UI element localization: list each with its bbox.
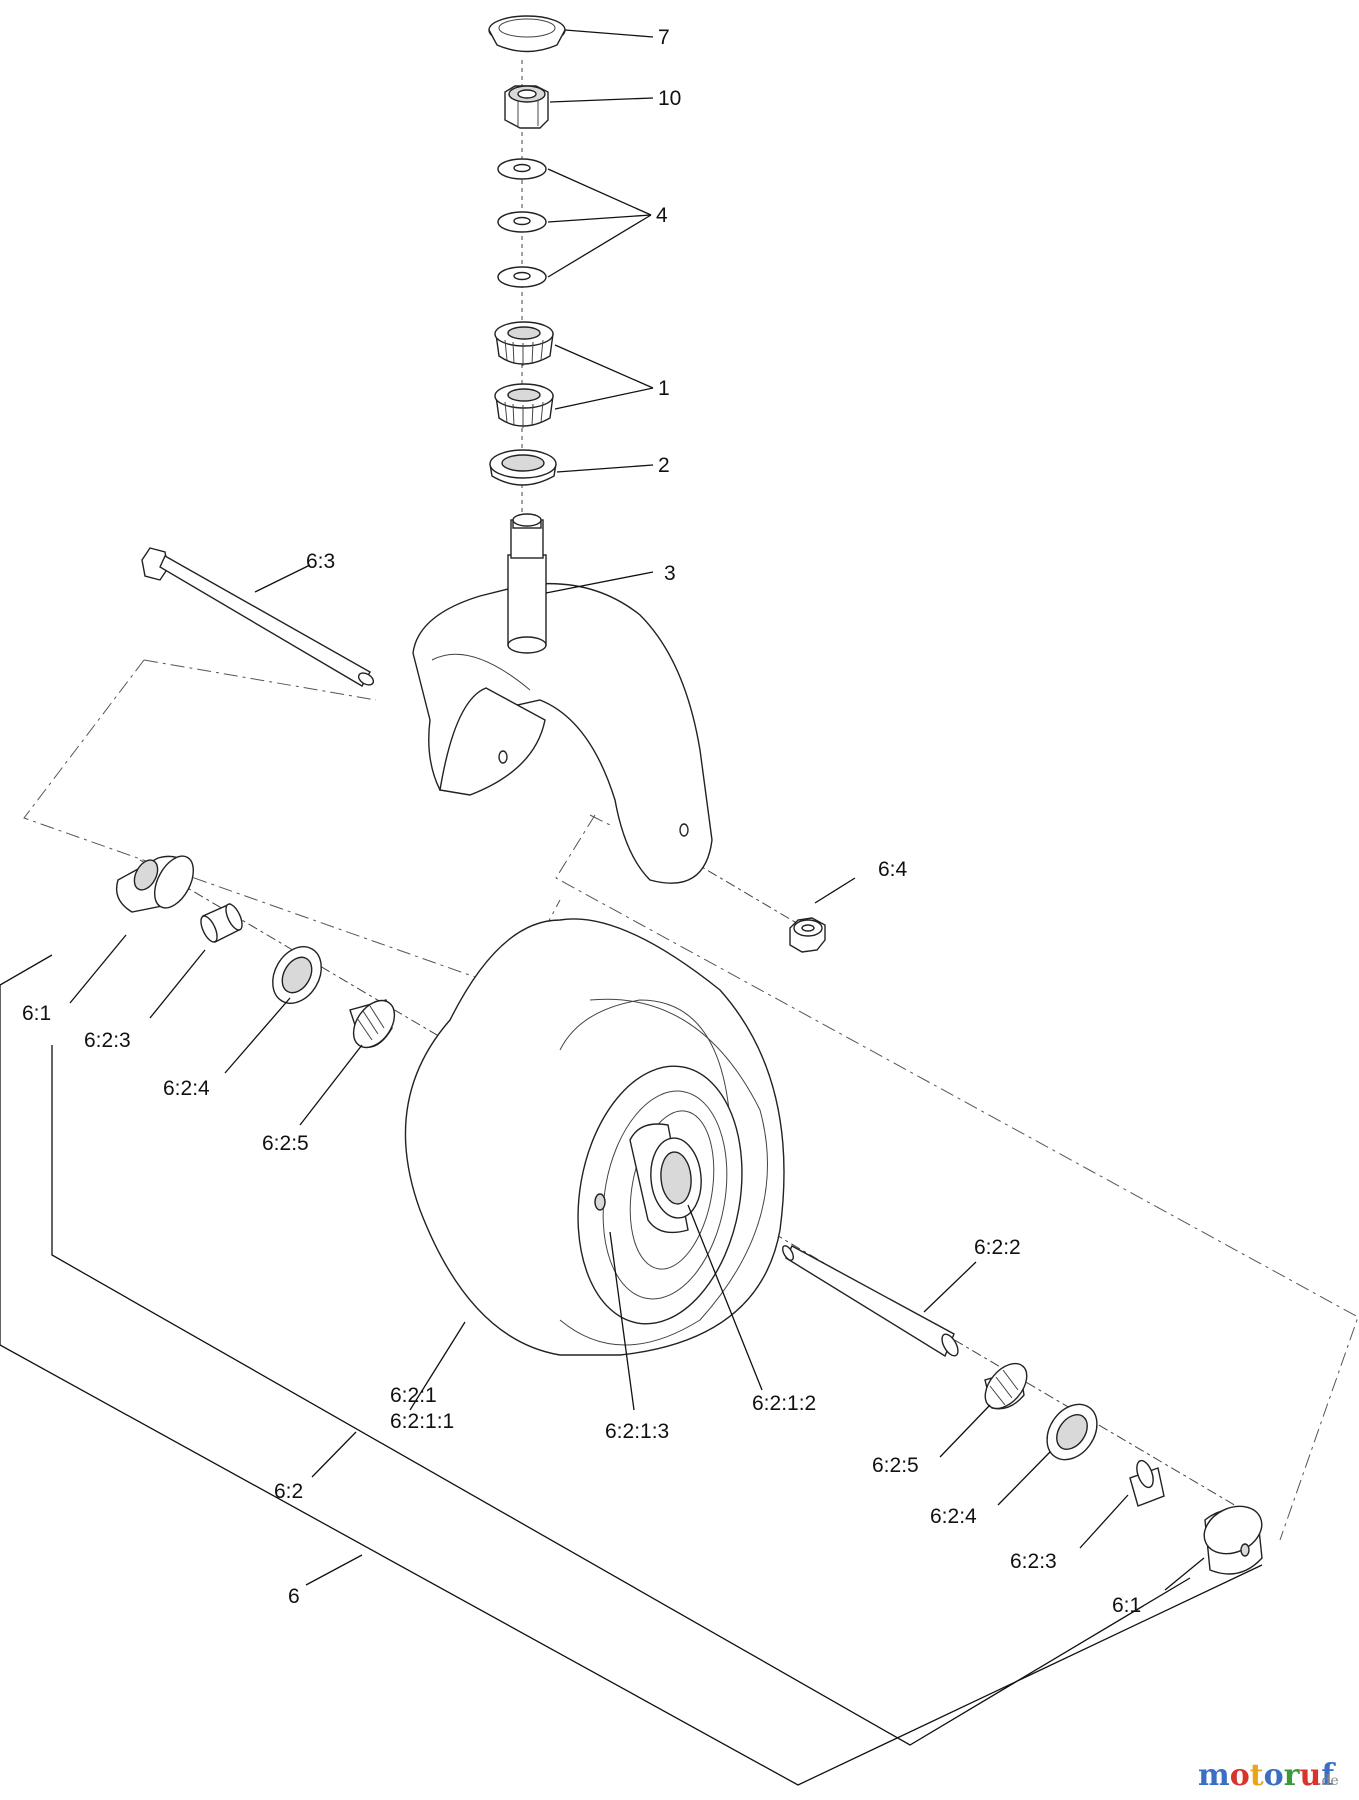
spacer-cap-right-part [1203,1505,1263,1575]
callout-labels: 7 10 4 1 2 3 6:3 6:4 6:1 6:2:3 6:2:4 6:2… [22,26,1141,1617]
callout-6-4: 6:4 [878,858,908,881]
axle-bolt-part [141,547,375,687]
bearing-right-part [984,1362,1028,1410]
bearing-left-part [349,999,396,1049]
callout-6-2-3-left: 6:2:3 [84,1029,131,1052]
callout-6-2-5-left: 6:2:5 [262,1132,309,1155]
spacer-sleeve-right-part [1129,1459,1165,1507]
callout-6-3: 6:3 [306,550,335,573]
wheel-axle-part [782,1245,959,1358]
callout-7: 7 [658,26,670,49]
lock-nut-part [504,85,549,129]
callout-6-2-2: 6:2:2 [974,1236,1021,1259]
callout-10: 10 [658,87,681,110]
callout-2: 2 [658,454,670,477]
washer-part-3 [497,266,547,288]
spacer-cup-left-part [115,855,194,913]
callout-6-2-1-2: 6:2:1:2 [752,1392,816,1415]
svg-text:.de: .de [1317,1773,1339,1789]
spacer-sleeve-left-part [200,903,243,943]
callout-6-1-right: 6:1 [1112,1594,1141,1617]
tapered-bearing-part-1 [494,321,554,366]
callout-6-2-3-right: 6:2:3 [1010,1550,1057,1573]
bearing-cup-part [489,449,557,486]
assembly-brackets [0,954,1263,1786]
callout-6-2-4-left: 6:2:4 [163,1077,210,1100]
leader-lines [69,29,1205,1591]
seal-left-part [272,946,322,1004]
axle-nut-part [789,917,826,953]
svg-text:motoruf: motoruf [1198,1758,1336,1793]
callout-1: 1 [658,377,670,400]
seal-right-part [1046,1403,1098,1461]
callout-6-2-1: 6:2:1 [390,1384,437,1407]
callout-6-1-left: 6:1 [22,1002,51,1025]
callout-6-2-4-right: 6:2:4 [930,1505,977,1528]
dust-cap-part [488,15,566,53]
callout-6-2: 6:2 [274,1480,303,1503]
callout-6: 6 [288,1585,300,1608]
washer-part-1 [497,158,547,180]
washer-part-2 [497,211,547,233]
callout-6-2-1-3: 6:2:1:3 [605,1420,669,1443]
tapered-bearing-part-2 [494,383,554,428]
wheel-tire-part [404,918,785,1356]
motoruf-watermark-logo: motoruf .de [1198,1758,1339,1793]
callout-6-2-5-right: 6:2:5 [872,1454,919,1477]
callout-4: 4 [656,204,668,227]
axis-lines [139,60,1261,1521]
caster-fork-part [412,513,713,884]
callout-6-2-1-1: 6:2:1:1 [390,1410,454,1433]
callout-3: 3 [664,562,676,585]
